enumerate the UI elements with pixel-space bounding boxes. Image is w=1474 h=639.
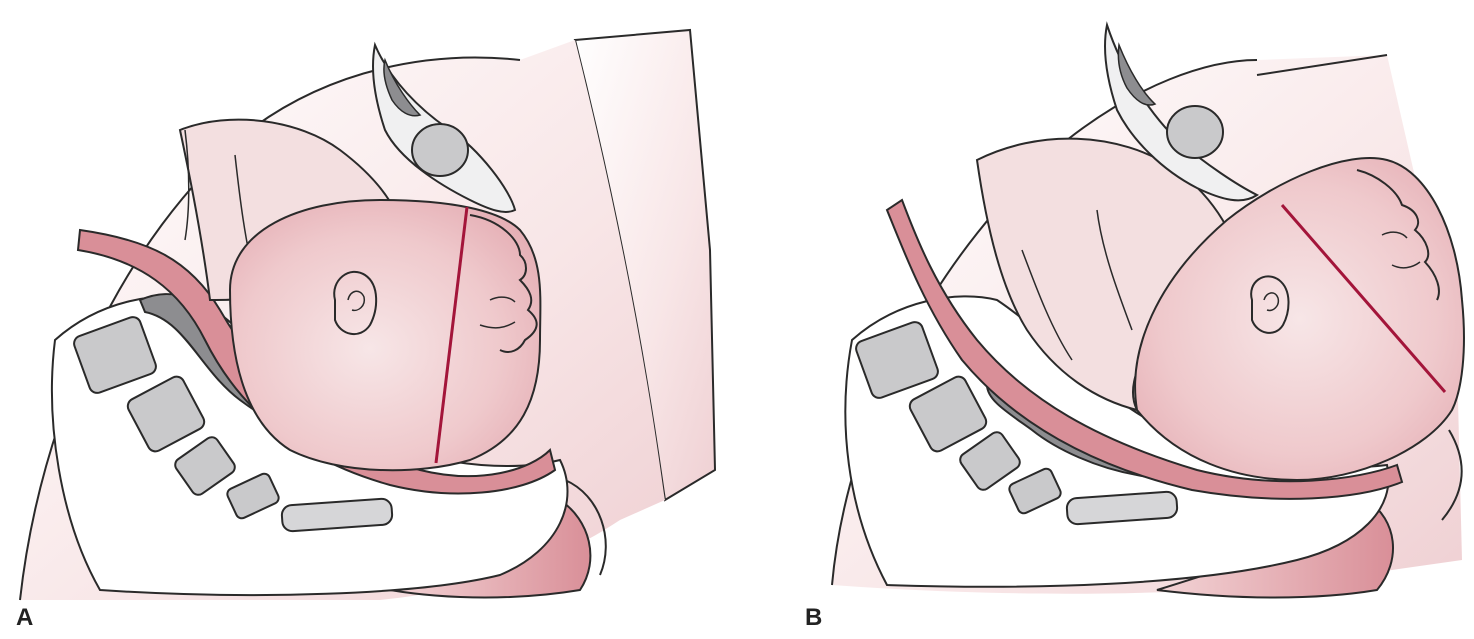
- pubic-bone: [412, 124, 468, 176]
- pubic-bone: [1167, 106, 1223, 158]
- panel-label-a: A: [16, 604, 33, 632]
- fetal-head: [230, 200, 540, 470]
- panel-label-b: B: [805, 604, 822, 632]
- panel-a: A: [0, 0, 737, 639]
- panel-b: B: [737, 0, 1474, 639]
- panel-a-illustration: [0, 0, 737, 639]
- panel-b-illustration: [737, 0, 1474, 639]
